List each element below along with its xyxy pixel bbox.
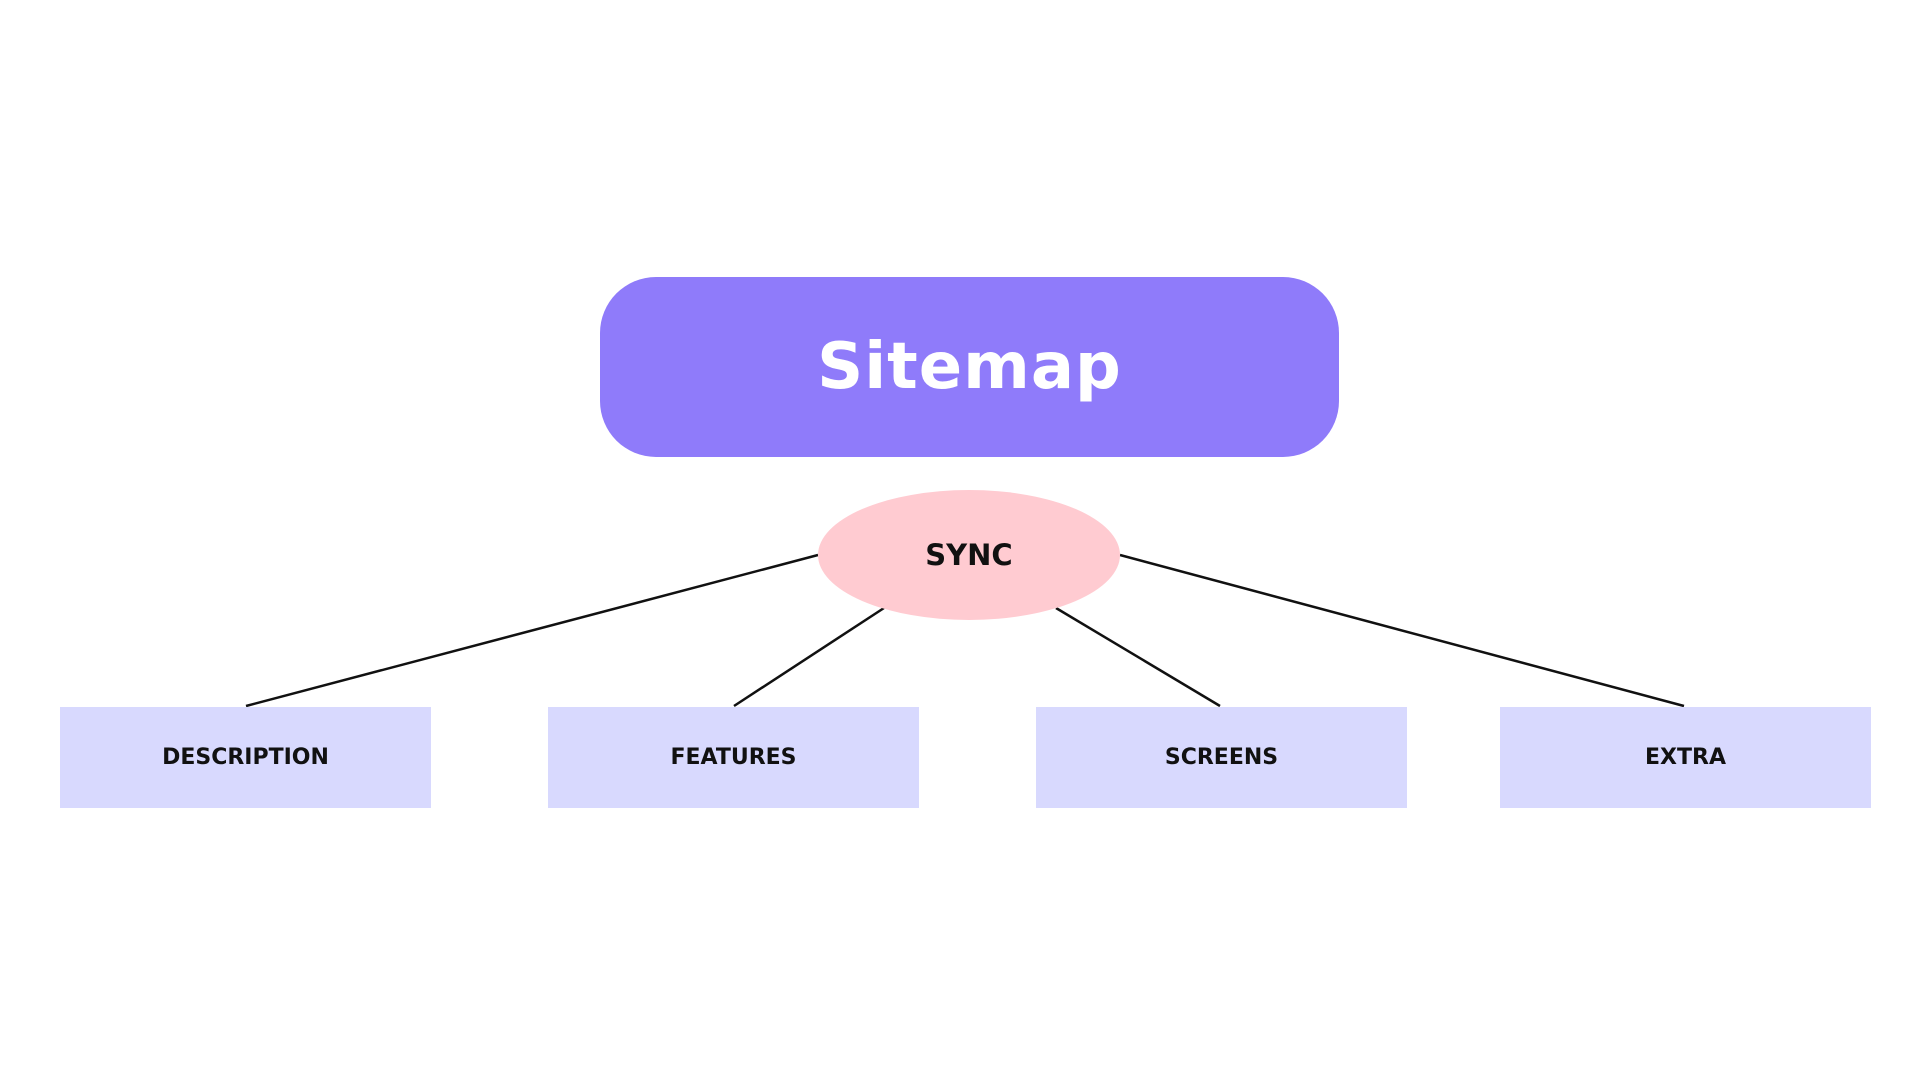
connector-hub-description	[245, 553, 819, 708]
section-label: DESCRIPTION	[162, 745, 329, 770]
section-node-description: DESCRIPTION	[60, 707, 431, 808]
hub-node-sync: SYNC	[818, 490, 1120, 620]
section-label: EXTRA	[1645, 745, 1726, 770]
section-node-screens: SCREENS	[1036, 707, 1407, 808]
hub-label: SYNC	[925, 538, 1013, 572]
section-label: FEATURES	[670, 745, 797, 770]
section-node-features: FEATURES	[548, 707, 919, 808]
section-node-extra: EXTRA	[1500, 707, 1871, 808]
sitemap-title-node: Sitemap	[600, 277, 1339, 457]
section-label: SCREENS	[1164, 745, 1279, 770]
connector-hub-extra	[1119, 553, 1685, 708]
connector-hub-features	[733, 606, 885, 708]
connector-hub-screens	[1055, 606, 1221, 708]
sitemap-title-label: Sitemap	[817, 330, 1122, 404]
